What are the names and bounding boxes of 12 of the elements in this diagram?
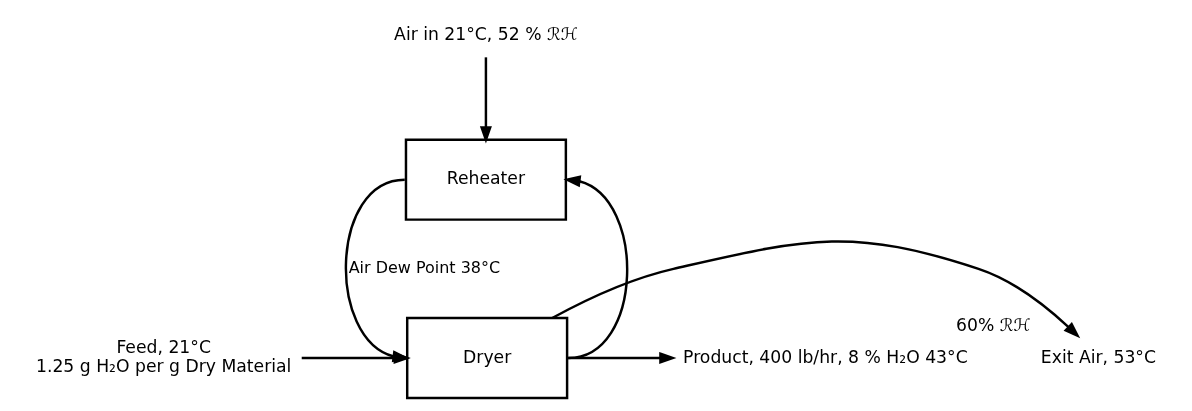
node-box: Reheater	[404, 138, 568, 221]
edge-label: Air Dew Point 38°C	[348, 258, 501, 278]
arrow	[563, 175, 629, 360]
node-text: Air in 21°C, 52 % ℛℋ	[394, 23, 578, 44]
node-text: Exit Air, 53°C	[1040, 346, 1156, 367]
arrow	[479, 57, 492, 144]
arrow	[551, 240, 1081, 339]
node-text: Feed, 21°C 1.25 g H₂O per g Dry Material	[36, 337, 292, 376]
arrow	[567, 351, 677, 365]
node-label: 60% ℛℋ	[956, 315, 1031, 336]
node-box: Dryer	[405, 316, 569, 400]
node-text: Product, 400 lb/hr, 8 % H₂O 43°C	[683, 346, 968, 367]
